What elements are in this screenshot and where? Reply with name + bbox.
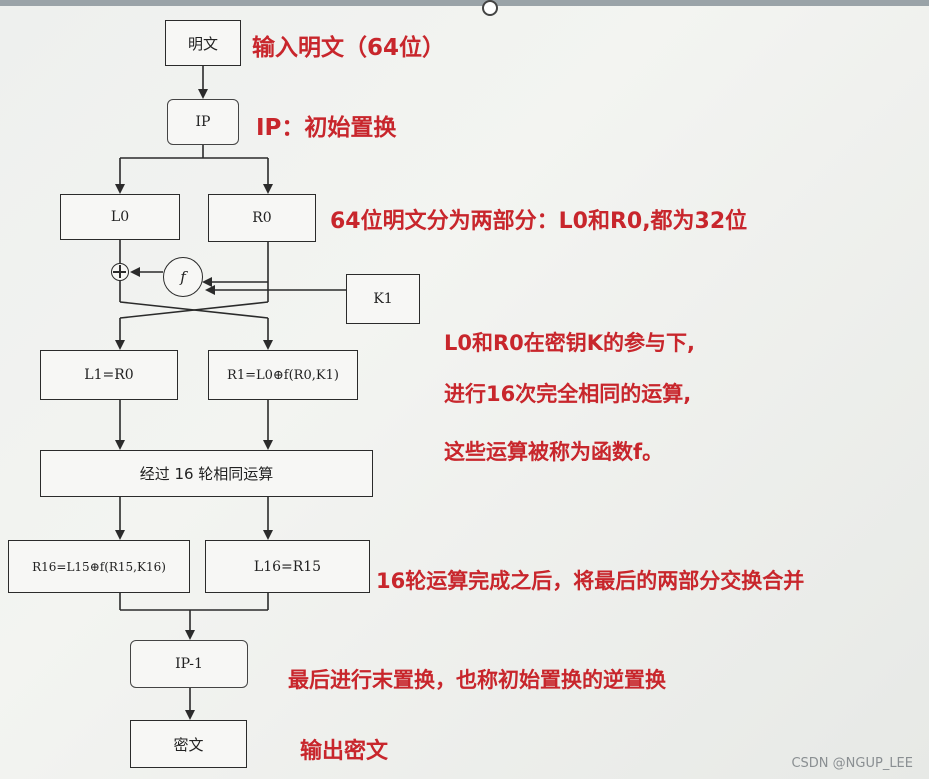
note-swap: 16轮运算完成之后，将最后的两部分交换合并 <box>376 569 805 593</box>
r1-box: R1=L0⊕f(R0,K1) <box>208 350 358 400</box>
r0-box: R0 <box>208 194 316 242</box>
note-key-line1: L0和R0在密钥K的参与下, <box>444 331 696 355</box>
note-final-perm: 最后进行末置换，也称初始置换的逆置换 <box>288 668 666 692</box>
xor-icon <box>111 263 129 281</box>
note-input: 输入明文（64位） <box>252 35 446 61</box>
ip-box: IP <box>167 99 239 145</box>
f-function-circle: f <box>163 257 203 297</box>
note-split: 64位明文分为两部分：L0和R0,都为32位 <box>330 209 748 234</box>
r16-box: R16=L15⊕f(R15,K16) <box>8 540 190 593</box>
note-output: 输出密文 <box>300 739 389 764</box>
watermark: CSDN @NGUP_LEE <box>791 756 913 771</box>
l16-box: L16=R15 <box>205 540 370 593</box>
line-cross-2 <box>119 301 269 319</box>
l1-box: L1=R0 <box>40 350 178 400</box>
note-ip: IP：初始置换 <box>256 115 397 141</box>
note-key-line2: 进行16次完全相同的运算, <box>444 382 692 406</box>
plaintext-box: 明文 <box>165 20 241 66</box>
note-key-line3: 这些运算被称为函数f。 <box>444 440 664 464</box>
rounds-box: 经过 16 轮相同运算 <box>40 450 373 497</box>
l0-box: L0 <box>60 194 180 240</box>
k1-box: K1 <box>346 274 420 324</box>
ciphertext-box: 密文 <box>130 720 247 768</box>
ip-inverse-box: IP-1 <box>130 640 248 688</box>
window-top-edge <box>0 0 929 6</box>
resize-handle[interactable] <box>482 0 498 16</box>
